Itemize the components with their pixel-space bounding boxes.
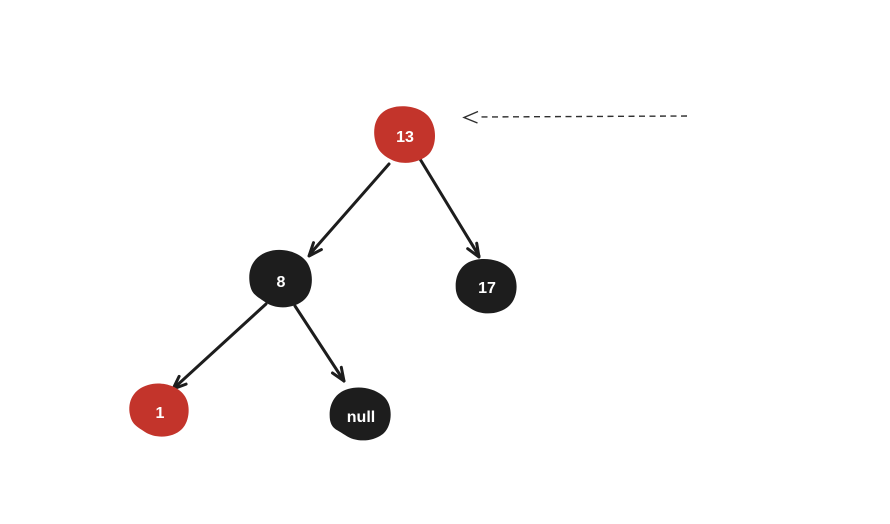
edge-13-17-arrowhead-icon <box>466 241 481 259</box>
edge-8-1 <box>171 302 268 391</box>
tree-node-13: 13 <box>374 106 435 163</box>
edge-13-8-line <box>308 162 391 256</box>
node-8-label: 8 <box>277 274 286 291</box>
node-17-shape <box>455 259 517 314</box>
root-pointer-arrowhead-icon <box>462 110 479 124</box>
node-1-shape <box>129 383 189 437</box>
edge-13-8-arrowhead-icon <box>307 241 323 258</box>
edge-8-null <box>293 304 346 383</box>
root-pointer-dashed-line <box>477 115 688 118</box>
node-13-label: 13 <box>396 129 414 146</box>
tree-node-17: 17 <box>455 259 517 314</box>
node-13-shape <box>374 106 435 163</box>
node-null-shape <box>329 387 391 441</box>
tree-node-8: 8 <box>249 249 312 308</box>
edge-8-null-arrowhead-icon <box>331 365 346 383</box>
edge-8-1-line <box>171 302 268 391</box>
edge-13-17 <box>418 157 481 259</box>
root-pointer-arrow <box>462 110 688 124</box>
edge-8-null-line <box>293 304 346 383</box>
node-17-label: 17 <box>478 280 496 297</box>
node-null-label: null <box>347 409 375 426</box>
node-1-label: 1 <box>156 405 165 422</box>
node-8-shape <box>249 249 312 308</box>
edge-13-17-sketch-line <box>423 165 475 247</box>
edge-13-8 <box>307 162 391 258</box>
tree-node-null: null <box>329 387 391 441</box>
tree-node-1: 1 <box>129 383 189 437</box>
